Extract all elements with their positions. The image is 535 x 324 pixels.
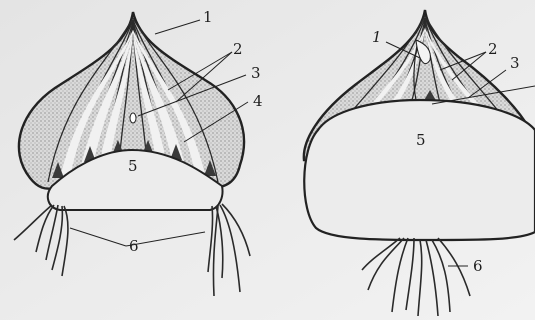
left-central-bud xyxy=(130,113,136,123)
left-callout-5: 5 xyxy=(128,159,138,174)
left-callout-1: 1 xyxy=(203,10,213,25)
right-callout-1: 1 xyxy=(372,30,382,45)
left-callout-4: 4 xyxy=(253,94,263,109)
left-callout-2: 2 xyxy=(233,42,243,57)
left-callout-6: 6 xyxy=(129,239,139,254)
right-basal-plate xyxy=(304,100,535,240)
right-callout-2: 2 xyxy=(488,42,498,57)
right-callout-3: 3 xyxy=(510,56,520,71)
right-callout-6: 6 xyxy=(473,259,483,274)
left-callout-3: 3 xyxy=(251,66,261,81)
right-callout-5: 5 xyxy=(416,133,426,148)
